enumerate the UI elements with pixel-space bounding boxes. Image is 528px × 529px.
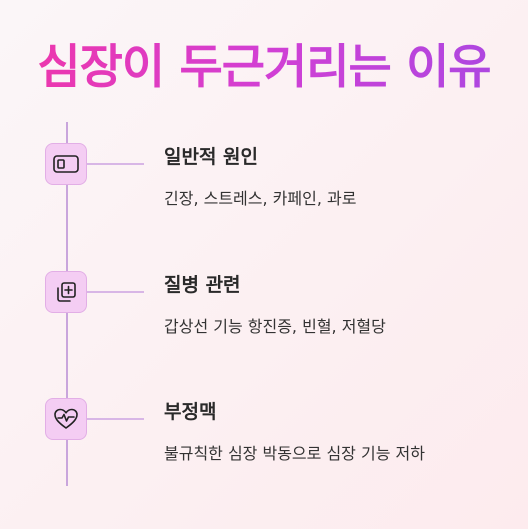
card-icon-glyph: [53, 155, 79, 173]
medical-plus-icon-glyph: [57, 282, 76, 302]
heartbeat-icon-glyph: [54, 408, 78, 429]
heartbeat-icon: [45, 398, 87, 440]
connector-line: [87, 163, 144, 165]
medical-plus-icon: [45, 271, 87, 313]
connector-line: [87, 291, 144, 293]
item-description: 긴장, 스트레스, 카페인, 과로: [164, 189, 357, 208]
connector-line: [87, 418, 144, 420]
item-title: 질병 관련: [164, 274, 241, 296]
item-description: 갑상선 기능 항진증, 빈혈, 저혈당: [164, 317, 386, 336]
item-description: 불규칙한 심장 박동으로 심장 기능 저하: [164, 444, 425, 463]
card-icon: [45, 143, 87, 185]
page-title: 심장이 두근거리는 이유: [0, 28, 528, 97]
item-title: 일반적 원인: [164, 146, 259, 168]
item-title: 부정맥: [164, 401, 217, 423]
